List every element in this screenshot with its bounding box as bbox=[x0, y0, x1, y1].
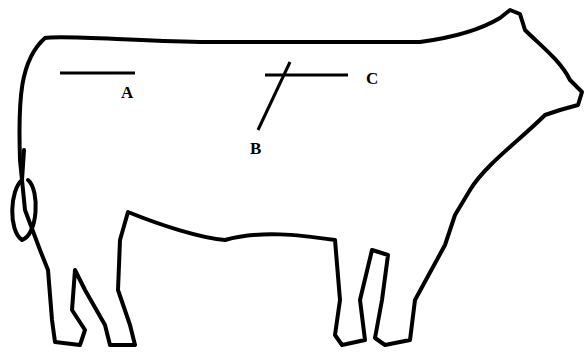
measurement-line bbox=[265, 74, 348, 77]
measurement-line bbox=[258, 62, 290, 130]
tail-switch bbox=[12, 150, 35, 240]
part-label: B bbox=[250, 140, 261, 157]
part-label: C bbox=[366, 70, 378, 87]
cow-outline bbox=[19, 10, 582, 345]
part-label: A bbox=[121, 84, 133, 101]
measurement-line bbox=[60, 72, 135, 75]
